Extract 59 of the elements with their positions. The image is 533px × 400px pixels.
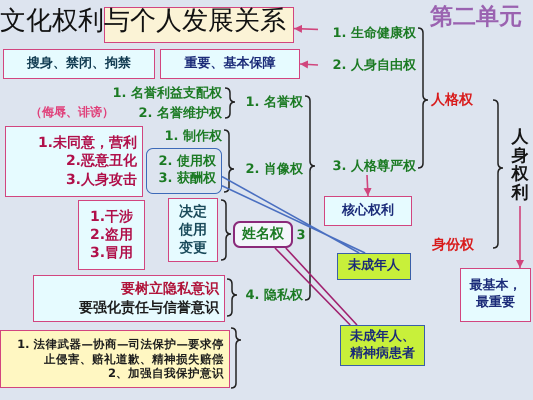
tag-box — [340, 325, 425, 366]
arrow — [364, 174, 372, 196]
list-box — [5, 126, 143, 197]
item-label: 2. 使用权 — [158, 154, 216, 171]
item-label: 1. 生命健康权 — [318, 24, 416, 42]
box-text: 未成年人 — [348, 258, 400, 275]
list-item: 变更 — [179, 239, 207, 258]
list-item: 决定 — [179, 202, 207, 221]
note-text: 1. 法律武器—协商—司法保护—要求停止侵害、赔礼道歉、精神损失赔偿 — [16, 336, 224, 366]
item-label: 2. 人身自由权 — [318, 56, 416, 74]
connector-line — [274, 247, 351, 326]
item-label: 4. 隐私权 — [237, 286, 303, 304]
note-box — [33, 275, 225, 322]
note-text: （侮辱、诽谤） — [29, 104, 114, 121]
list-box — [78, 200, 145, 270]
item-label: 2. 肖像权 — [237, 160, 303, 178]
arrow — [294, 24, 318, 33]
arrow — [300, 60, 318, 68]
box-text: 搜身、禁闭、拘禁 — [27, 56, 131, 72]
unit-label: 第二单元 — [430, 2, 523, 31]
item-label: 3. 获酬权 — [158, 171, 216, 188]
note-text: 要强化责任与信誉意识 — [79, 298, 219, 317]
item-label: 1. 名誉利益支配权 — [66, 84, 222, 101]
connector-line — [222, 176, 360, 254]
box-text: 重要、基本保障 — [184, 56, 276, 72]
box-text: 未成年人、精神病患者 — [348, 328, 416, 362]
note-box — [460, 268, 531, 322]
connector-line — [285, 247, 358, 326]
connector-line — [222, 185, 366, 254]
list-item: 1.干涉 — [90, 208, 134, 226]
list-item: 2.恶意丑化 — [66, 152, 137, 171]
note-text: 2、加强自我保护意识 — [108, 366, 224, 382]
list-item: 3.人身攻击 — [66, 170, 137, 189]
note-box — [160, 49, 300, 79]
highlight-box — [146, 148, 222, 194]
root-label: 人身权利 — [511, 128, 529, 206]
list-item: 2.盗用 — [90, 226, 134, 244]
arrow — [516, 206, 524, 268]
box-text: 最基本，最重要 — [468, 278, 522, 312]
note-text: 要树立隐私意识 — [121, 280, 219, 298]
item-number: 3 — [296, 227, 306, 243]
item-label: 1. 制作权 — [148, 127, 222, 144]
tag-box — [337, 253, 411, 280]
note-box — [104, 7, 294, 43]
item-label: 姓名权 — [242, 225, 284, 244]
box-text: 核心权利 — [342, 202, 394, 220]
note-box — [0, 330, 230, 388]
list-box — [168, 198, 218, 262]
list-item: 3.冒用 — [90, 244, 134, 262]
category-label: 身份权 — [432, 236, 478, 254]
list-item: 1.未同意，营利 — [38, 134, 137, 152]
item-label: 1. 名誉权 — [237, 93, 303, 111]
highlight-box — [233, 221, 293, 248]
note-box — [3, 49, 155, 79]
category-label: 人格权 — [431, 91, 477, 109]
item-label: 2. 名誉维护权 — [134, 104, 222, 121]
note-box — [324, 196, 412, 226]
item-label: 3. 人格尊严权 — [318, 157, 416, 175]
list-item: 使用 — [179, 220, 207, 240]
